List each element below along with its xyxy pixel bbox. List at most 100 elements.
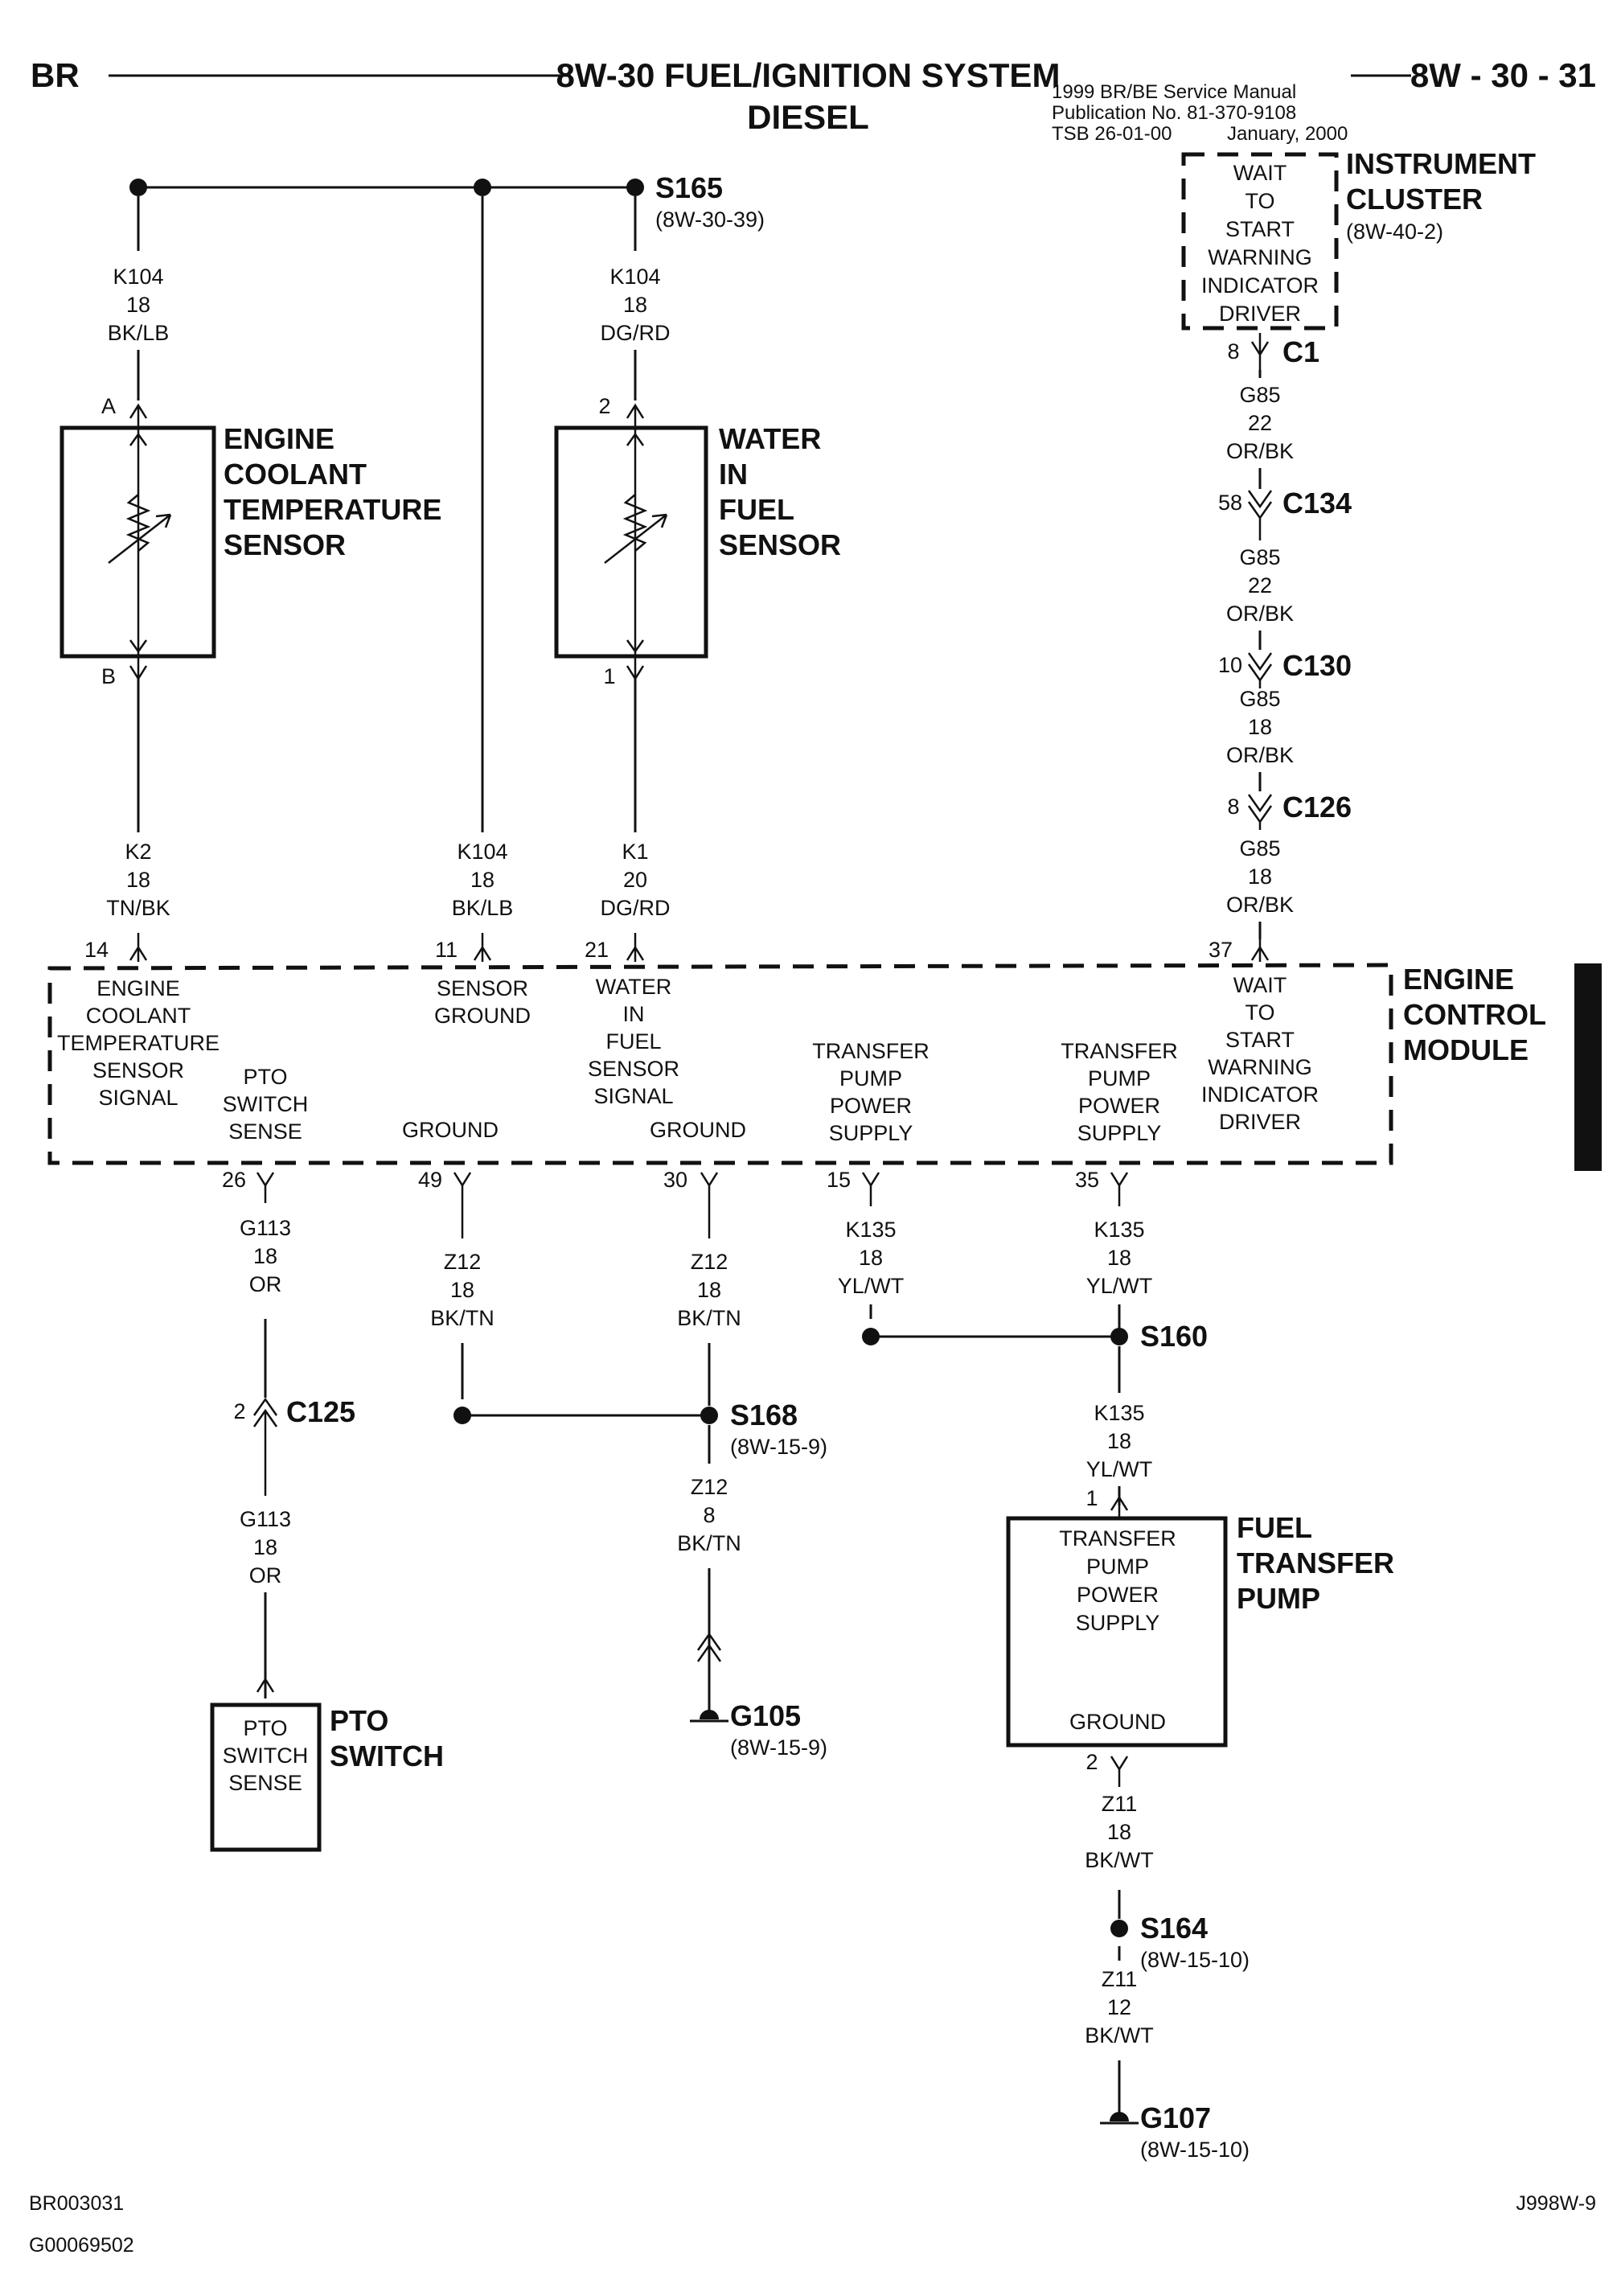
fuel-pump-inner-1: TRANSFER <box>1059 1526 1176 1551</box>
wire-k104-dgrd-circuit: K104 <box>609 265 660 289</box>
wire-g113-a-gauge: 18 <box>253 1244 277 1268</box>
fuel-pump-label-1: FUEL <box>1237 1511 1312 1544</box>
ect-label-4: SENSOR <box>224 528 346 561</box>
ground-g107-label: G107 <box>1140 2101 1211 2134</box>
header-manual-3a: TSB 26-01-00 <box>1052 123 1172 145</box>
fuel-transfer-pump: TRANSFER PUMP POWER SUPPLY GROUND FUEL T… <box>1006 1511 1394 1748</box>
wire-g85-c-circuit: G85 <box>1239 687 1280 711</box>
pto-connector-icon <box>256 1677 275 1693</box>
pto-switch-inner-3: SENSE <box>228 1771 302 1795</box>
wire-k135-a-gauge: 18 <box>859 1246 883 1270</box>
ecm-tp1-1: TRANSFER <box>812 1039 930 1063</box>
wire-k1-circuit: K1 <box>622 840 648 864</box>
cluster-inner-1: WAIT <box>1233 161 1287 185</box>
wire-z11-b-gauge: 12 <box>1107 1995 1131 2019</box>
wire-z12-c-circuit: Z12 <box>691 1475 728 1499</box>
wire-g85-b-gauge: 22 <box>1248 573 1272 598</box>
wire-k135-a-circuit: K135 <box>845 1218 896 1242</box>
fuel-pump-label-2: TRANSFER <box>1237 1546 1394 1579</box>
thermistor-icon <box>108 433 172 652</box>
connector-c125-pin: 2 <box>233 1399 245 1423</box>
pto-switch-label-2: SWITCH <box>330 1739 444 1772</box>
header-manual-1: 1999 BR/BE Service Manual <box>1052 81 1296 103</box>
wire-k2-circuit: K2 <box>125 840 151 864</box>
ecm-pin-21-icon <box>626 933 645 962</box>
cluster-inner-4: WARNING <box>1208 245 1312 269</box>
cluster-label-1: INSTRUMENT <box>1346 147 1536 180</box>
ecm-pto-2: SWITCH <box>223 1092 308 1116</box>
ecm-wts-3: START <box>1225 1028 1295 1052</box>
header-title: 8W-30 FUEL/IGNITION SYSTEM <box>556 56 1061 94</box>
fuel-pump-pin-2: 2 <box>1085 1750 1098 1774</box>
connector-c125-icon <box>252 1397 278 1496</box>
wire-g85-a-color: OR/BK <box>1226 439 1294 463</box>
footer-code-1: BR003031 <box>29 2192 124 2215</box>
wire-k135-c-color: YL/WT <box>1086 1457 1153 1481</box>
cluster-pin-8: 8 <box>1227 339 1239 363</box>
wire-g85-b-color: OR/BK <box>1226 602 1294 626</box>
instrument-cluster: WAIT TO START WARNING INDICATOR DRIVER I… <box>1181 147 1536 370</box>
wire-z12-b-circuit: Z12 <box>691 1250 728 1274</box>
splice-s165-ref: (8W-30-39) <box>655 207 765 232</box>
ecm-tp2-1: TRANSFER <box>1061 1039 1178 1063</box>
connector-c130-icon <box>1247 652 1273 688</box>
ecm-pin-49: 49 <box>418 1168 442 1192</box>
connector-c1-icon <box>1250 333 1270 370</box>
ect-pin-a: A <box>101 394 116 418</box>
wire-g85-c-gauge: 18 <box>1248 715 1272 739</box>
ecm-top-pins: 14 11 21 37 <box>84 933 1270 962</box>
connector-a-icon <box>129 403 148 426</box>
connector-c126-label: C126 <box>1282 791 1352 824</box>
ecm-tp1-2: PUMP <box>839 1066 902 1090</box>
wire-k1-gauge: 20 <box>623 868 647 892</box>
section-tab-marker <box>1574 963 1602 1171</box>
ecm-wts-1: WAIT <box>1233 973 1287 997</box>
ecm-pin-15: 15 <box>827 1168 851 1192</box>
ground-g105-label: G105 <box>730 1699 801 1732</box>
splice-s164-label: S164 <box>1140 1912 1208 1945</box>
ecm-ground-2: GROUND <box>650 1118 746 1142</box>
fuel-pump-ground: GROUND <box>1069 1710 1166 1734</box>
wire-z12-a-color: BK/TN <box>430 1306 495 1330</box>
fuel-pump-inner-2: PUMP <box>1086 1555 1149 1579</box>
ecm-ground-1: GROUND <box>402 1118 499 1142</box>
cluster-inner-5: INDICATOR <box>1201 273 1319 298</box>
header-page-number: 8W - 30 - 31 <box>1410 56 1596 94</box>
wire-k104-bklb-circuit: K104 <box>113 265 163 289</box>
footer-code-2: G00069502 <box>29 2234 134 2257</box>
wire-k135-a-color: YL/WT <box>838 1274 905 1298</box>
wire-z12-a-circuit: Z12 <box>444 1250 482 1274</box>
ecm-wif-signal-2: IN <box>623 1002 645 1026</box>
water-in-fuel-sensor: 2 WATER IN FUEL SENSOR 1 <box>554 394 841 688</box>
splice-s164-ref: (8W-15-10) <box>1140 1948 1250 1972</box>
page-footer: BR003031 G00069502 J998W-9 <box>29 2192 1596 2257</box>
ground-g105-ref: (8W-15-9) <box>730 1735 827 1760</box>
wire-g85-b-circuit: G85 <box>1239 545 1280 569</box>
wire-z11-a-color: BK/WT <box>1085 1848 1154 1872</box>
splice-s168-ref: (8W-15-9) <box>730 1435 827 1459</box>
g105-connector-icon <box>696 1632 722 1662</box>
ecm-wif-signal-3: FUEL <box>605 1029 661 1054</box>
footer-code-right: J998W-9 <box>1516 2192 1596 2215</box>
wire-k104-bklb-color: BK/LB <box>108 321 170 345</box>
ecm-pin-35: 35 <box>1075 1168 1099 1192</box>
splice-s164: S164 (8W-15-10) <box>1110 1912 1250 1972</box>
ecm-ect-signal-5: SIGNAL <box>98 1086 178 1110</box>
splice-s165-label: S165 <box>655 171 723 204</box>
ground-g107-icon <box>1110 2112 1129 2121</box>
wire-g113-a-circuit: G113 <box>240 1216 291 1240</box>
connector-2-icon <box>626 403 645 426</box>
wire-g85-d-color: OR/BK <box>1226 893 1294 917</box>
ecm-pin-21: 21 <box>585 938 609 962</box>
ecm-pin-14-icon <box>129 933 148 962</box>
ecm-pin-30: 30 <box>663 1168 687 1192</box>
wire-z12-b-color: BK/TN <box>677 1306 741 1330</box>
cluster-inner-3: START <box>1225 217 1295 241</box>
ecm-ect-signal-1: ENGINE <box>96 976 180 1000</box>
wire-k2-color: TN/BK <box>106 896 170 920</box>
fuel-pump-inner-3: POWER <box>1077 1583 1159 1607</box>
wire-g113-a-color: OR <box>249 1272 282 1296</box>
ground-g107-ref: (8W-15-10) <box>1140 2138 1250 2162</box>
pto-switch-inner-1: PTO <box>243 1716 287 1740</box>
